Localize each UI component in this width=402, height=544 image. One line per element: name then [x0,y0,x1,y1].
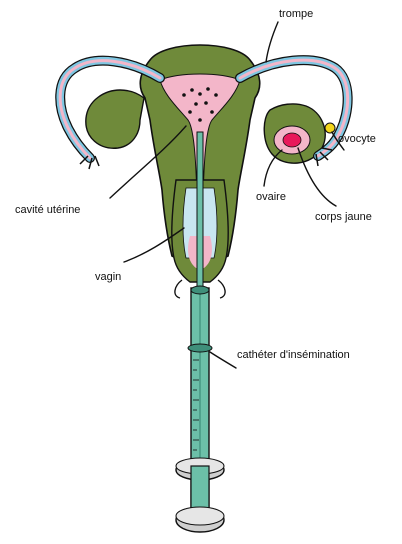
label-corps-jaune: corps jaune [315,211,372,223]
label-ovaire: ovaire [256,191,286,203]
corpus-luteum [283,133,301,147]
catheter-tip [197,132,203,292]
oocyte [325,123,335,133]
catheter-ring [188,344,212,352]
label-catheter: cathéter d'insémination [237,349,350,361]
left-ovary-ligament [86,90,144,148]
label-trompe: trompe [279,8,313,20]
label-vagin: vagin [95,271,121,283]
leader-trompe [266,22,278,62]
catheter-top-cap [191,286,209,294]
label-ovocyte: ovocyte [338,133,376,145]
leader-catheter [210,352,236,368]
label-cavite-uterine: cavité utérine [15,204,80,216]
